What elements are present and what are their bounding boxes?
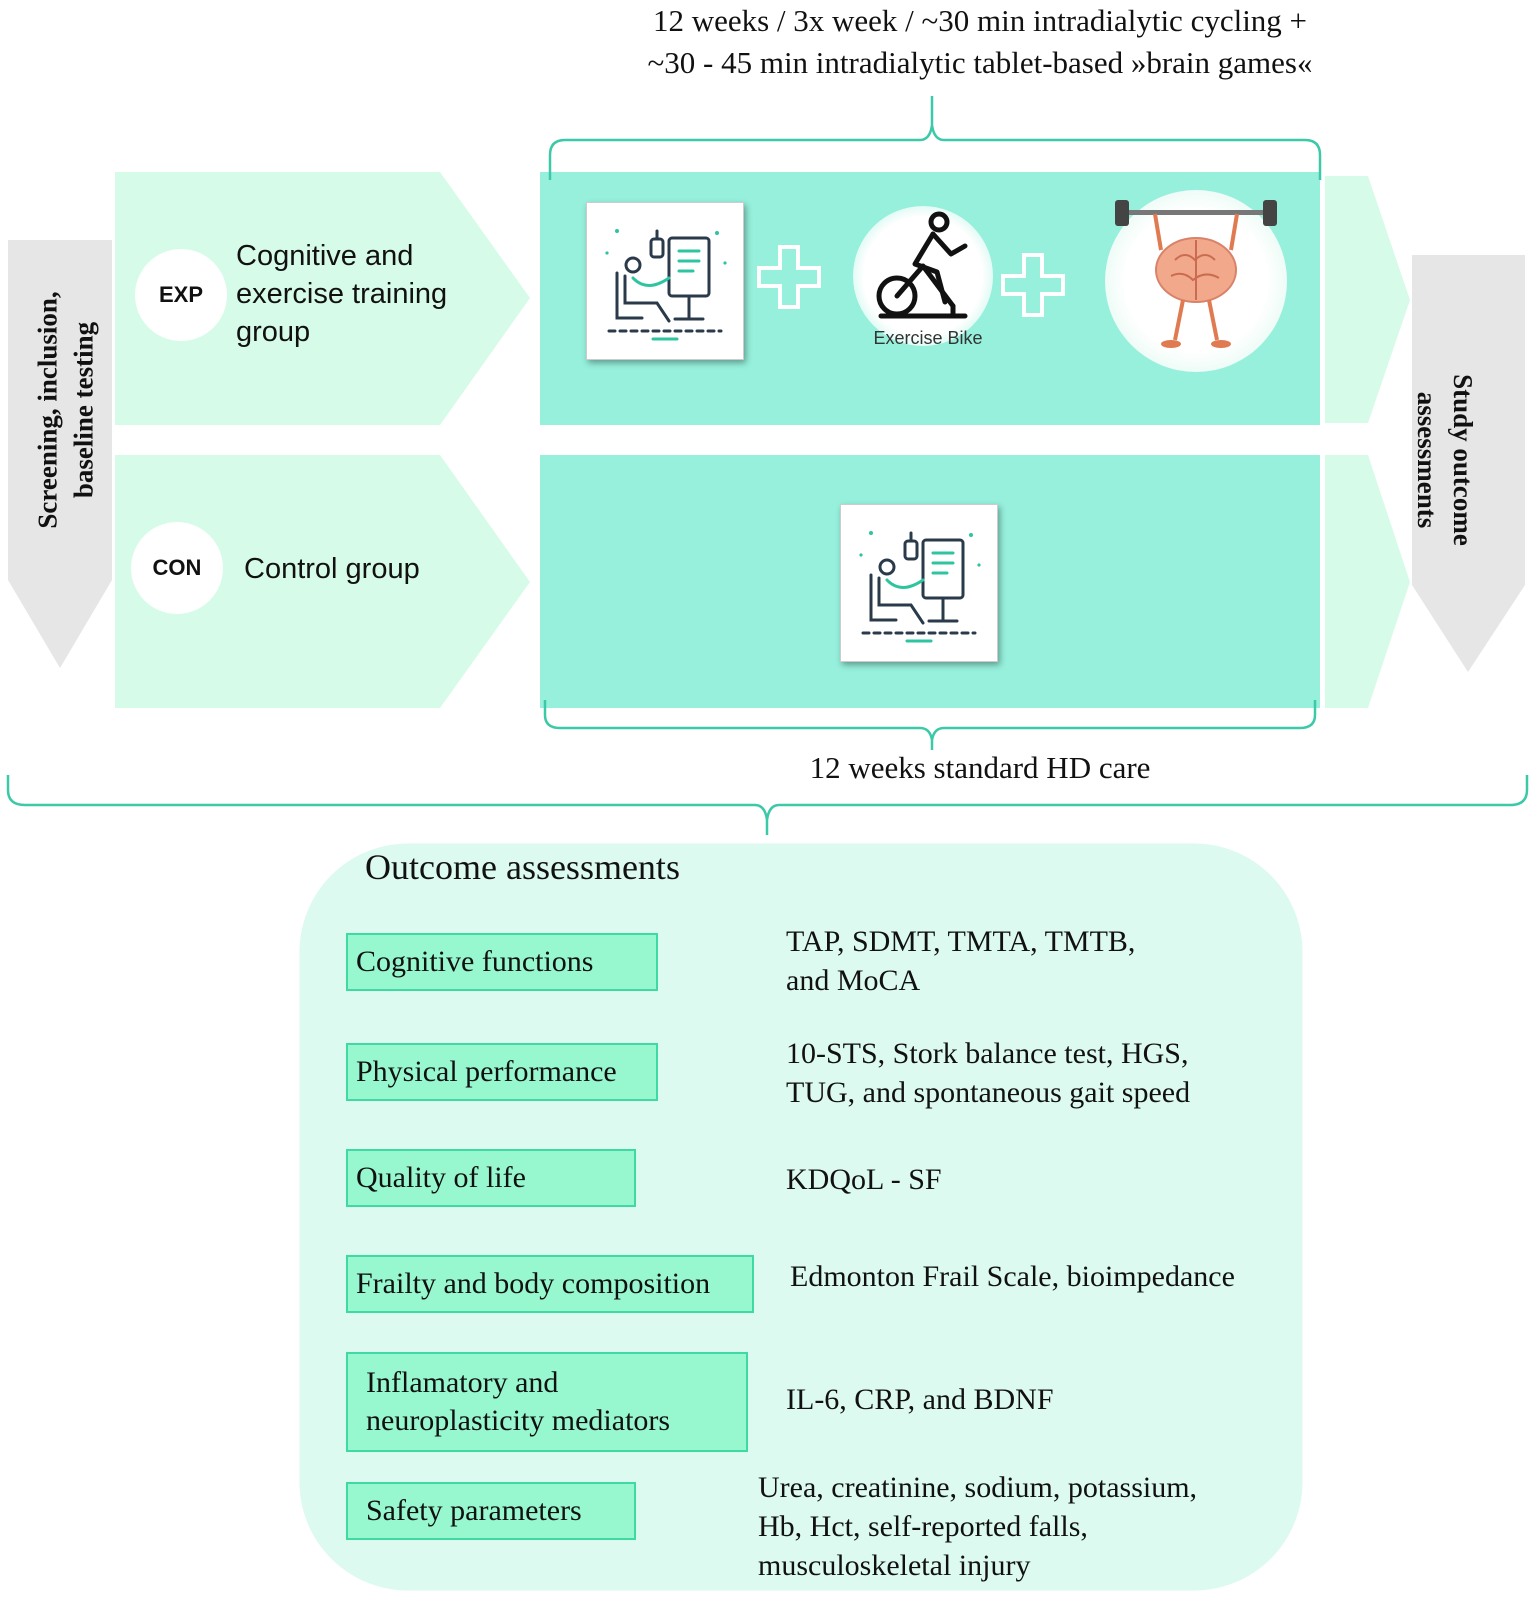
measures-inflammatory: IL-6, CRP, and BDNF	[786, 1380, 1054, 1419]
category-physical-label: Physical performance	[356, 1055, 617, 1088]
intervention-description-line1: 12 weeks / 3x week / ~30 min intradialyt…	[652, 3, 1308, 38]
exercise-bike-icon: Exercise Bike	[853, 206, 993, 348]
exp-badge-text: EXP	[158, 282, 204, 307]
measures-frailty-line1: Edmonton Frail Scale, bioimpedance	[790, 1260, 1235, 1293]
exp-group-name-line3: group	[236, 316, 311, 348]
measures-cognitive-line1: TAP, SDMT, TMTA, TMTB,	[786, 925, 1136, 958]
measures-frailty: Edmonton Frail Scale, bioimpedance	[790, 1257, 1235, 1296]
category-cognitive-label: Cognitive functions	[356, 945, 594, 978]
big-bottom-bracket	[6, 775, 1529, 835]
study-outcome-label: Study outcome assessments	[1400, 270, 1490, 650]
standard-care-note: 12 weeks standard HD care	[809, 750, 1151, 785]
exp-chevron	[115, 172, 530, 425]
exp-right-chevron	[1325, 176, 1410, 423]
category-frailty: Frailty and body composition	[346, 1255, 754, 1313]
category-inflammatory-line1: Inflamatory and	[366, 1366, 559, 1399]
category-cognitive: Cognitive functions	[346, 933, 658, 991]
screening-label-line1: Screening, inclusion,	[32, 291, 63, 529]
measures-inflammatory-line1: IL-6, CRP, and BDNF	[786, 1383, 1054, 1416]
exercise-bike-caption: Exercise Bike	[873, 328, 983, 348]
screening-label: Screening, inclusion, baseline testing	[28, 240, 103, 580]
top-bracket	[548, 96, 1322, 180]
measures-quality-of-life: KDQoL - SF	[786, 1160, 942, 1199]
measures-safety: Urea, creatinine, sodium, potassium, Hb,…	[758, 1468, 1197, 1585]
measures-safety-line2: Hb, Hct, self-reported falls,	[758, 1510, 1088, 1543]
measures-physical-line1: 10-STS, Stork balance test, HGS,	[786, 1037, 1189, 1070]
category-quality-of-life: Quality of life	[346, 1149, 636, 1207]
con-right-chevron	[1325, 455, 1410, 708]
intervention-description-line2: ~30 - 45 min intradialytic tablet-based …	[647, 45, 1313, 80]
category-inflammatory-line2: neuroplasticity mediators	[366, 1404, 671, 1437]
exp-group-name-line2: exercise training	[236, 278, 448, 310]
exp-badge: EXP	[135, 249, 227, 341]
brain-weightlifting-icon	[1105, 190, 1287, 372]
measures-safety-line1: Urea, creatinine, sodium, potassium,	[758, 1471, 1198, 1504]
measures-physical-line2: TUG, and spontaneous gait speed	[786, 1076, 1191, 1109]
exp-group-name: Cognitive and exercise training group	[236, 237, 447, 351]
intervention-description: 12 weeks / 3x week / ~30 min intradialyt…	[520, 0, 1440, 84]
plus-icon	[757, 245, 821, 309]
measures-quality-of-life-line1: KDQoL - SF	[786, 1163, 942, 1196]
con-chevron	[115, 455, 530, 708]
study-outcome-label-line1: Study outcome	[1448, 374, 1479, 546]
plus-icon-2	[1001, 253, 1065, 317]
middle-bracket	[543, 700, 1317, 750]
category-frailty-label: Frailty and body composition	[356, 1267, 711, 1300]
measures-cognitive: TAP, SDMT, TMTA, TMTB, and MoCA	[786, 922, 1135, 1000]
dialysis-patient-icon-control	[840, 504, 998, 662]
measures-physical: 10-STS, Stork balance test, HGS, TUG, an…	[786, 1034, 1190, 1112]
category-safety: Safety parameters	[346, 1482, 636, 1540]
measures-cognitive-line2: and MoCA	[786, 964, 921, 997]
outcome-title: Outcome assessments	[365, 847, 680, 887]
category-quality-of-life-label: Quality of life	[356, 1161, 526, 1194]
exp-group-name-line1: Cognitive and	[236, 240, 414, 272]
measures-safety-line3: musculoskeletal injury	[758, 1549, 1031, 1582]
screening-label-line2: baseline testing	[68, 321, 99, 499]
right-grey-arrow	[1412, 255, 1525, 672]
category-physical: Physical performance	[346, 1043, 658, 1101]
con-badge-text: CON	[152, 555, 202, 580]
dialysis-patient-icon	[586, 202, 744, 360]
con-group-name: Control group	[244, 553, 420, 585]
category-safety-label: Safety parameters	[366, 1494, 582, 1527]
study-outcome-label-line2: assessments	[1412, 391, 1443, 529]
left-grey-arrow	[8, 240, 112, 668]
con-badge: CON	[131, 522, 223, 614]
category-inflammatory: Inflamatory and neuroplasticity mediator…	[346, 1352, 748, 1452]
